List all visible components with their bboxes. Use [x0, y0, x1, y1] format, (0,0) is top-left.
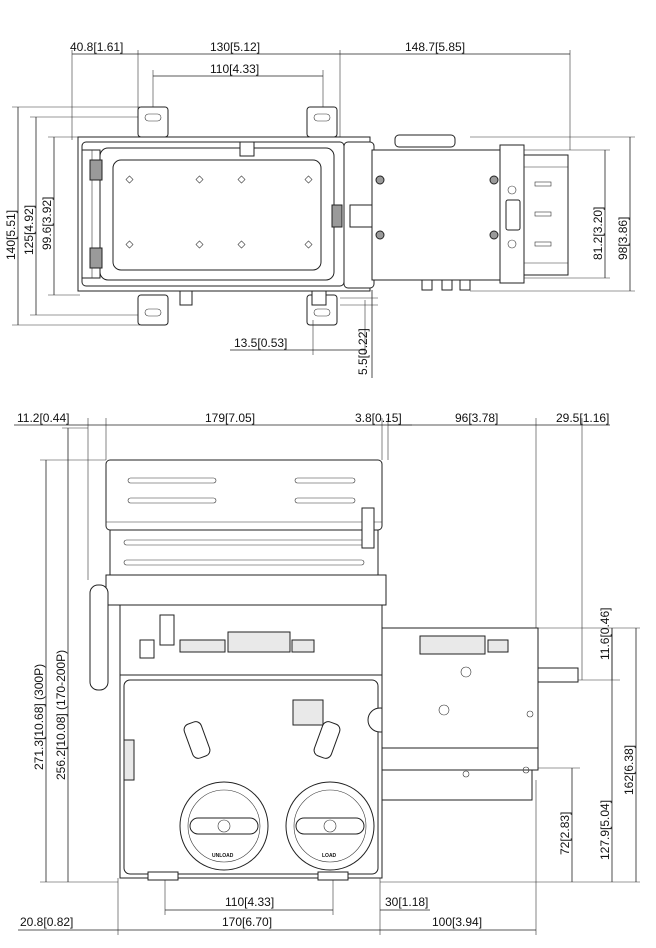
- dim-top-40-8: 40.8[1.61]: [70, 40, 123, 54]
- dim-top-148-7: 148.7[5.85]: [405, 40, 465, 54]
- dim-top-110: 110[4.33]: [210, 62, 259, 76]
- dim-top-98: 98[3.86]: [616, 217, 630, 260]
- dim-front-11-6: 11.6[0.46]: [598, 608, 612, 661]
- dim-front-179: 179[7.05]: [205, 411, 255, 425]
- dim-front-11-2: 11.2[0.44]: [17, 411, 70, 425]
- dim-top-130: 130[5.12]: [210, 40, 260, 54]
- dim-front-29-5: 29.5[1.16]: [556, 411, 609, 425]
- panel-screws: [125, 175, 313, 249]
- dim-front-20-8: 20.8[0.82]: [20, 915, 73, 929]
- dim-front-72: 72[2.83]: [558, 812, 572, 855]
- dim-front-100: 100[3.94]: [432, 915, 482, 929]
- load-reel: LOAD: [285, 781, 375, 871]
- unload-reel: UNLOAD: [179, 781, 269, 871]
- dim-top-81-2: 81.2[3.20]: [591, 207, 605, 260]
- dim-top-140: 140[5.51]: [4, 210, 18, 260]
- load-label: LOAD: [322, 853, 337, 859]
- dim-front-96: 96[3.78]: [455, 411, 498, 425]
- top-view: 40.8[1.61] 130[5.12] 148.7[5.85] 110[4.3…: [4, 40, 635, 378]
- dim-top-5-5: 5.5[0.22]: [356, 328, 370, 375]
- dim-front-256-2: 256.2[10.08] (170-200P): [54, 650, 68, 780]
- dim-front-162: 162[6.38]: [622, 745, 636, 795]
- front-view: 11.2[0.44] 179[7.05] 3.8[0.15] 96[3.78] …: [14, 411, 640, 935]
- dim-front-127-9: 127.9[5.04]: [598, 800, 612, 860]
- dim-top-125: 125[4.92]: [22, 205, 36, 255]
- unload-label: UNLOAD: [212, 853, 234, 859]
- dim-front-170: 170[6.70]: [222, 915, 272, 929]
- dim-front-110: 110[4.33]: [225, 895, 274, 909]
- dim-front-271-3: 271.3[10.68] (300P): [32, 664, 46, 770]
- dim-top-13-5: 13.5[0.53]: [234, 336, 287, 350]
- dim-top-99-6: 99.6[3.92]: [40, 197, 54, 250]
- dim-front-30: 30[1.18]: [385, 895, 428, 909]
- dim-front-3-8: 3.8[0.15]: [355, 411, 402, 425]
